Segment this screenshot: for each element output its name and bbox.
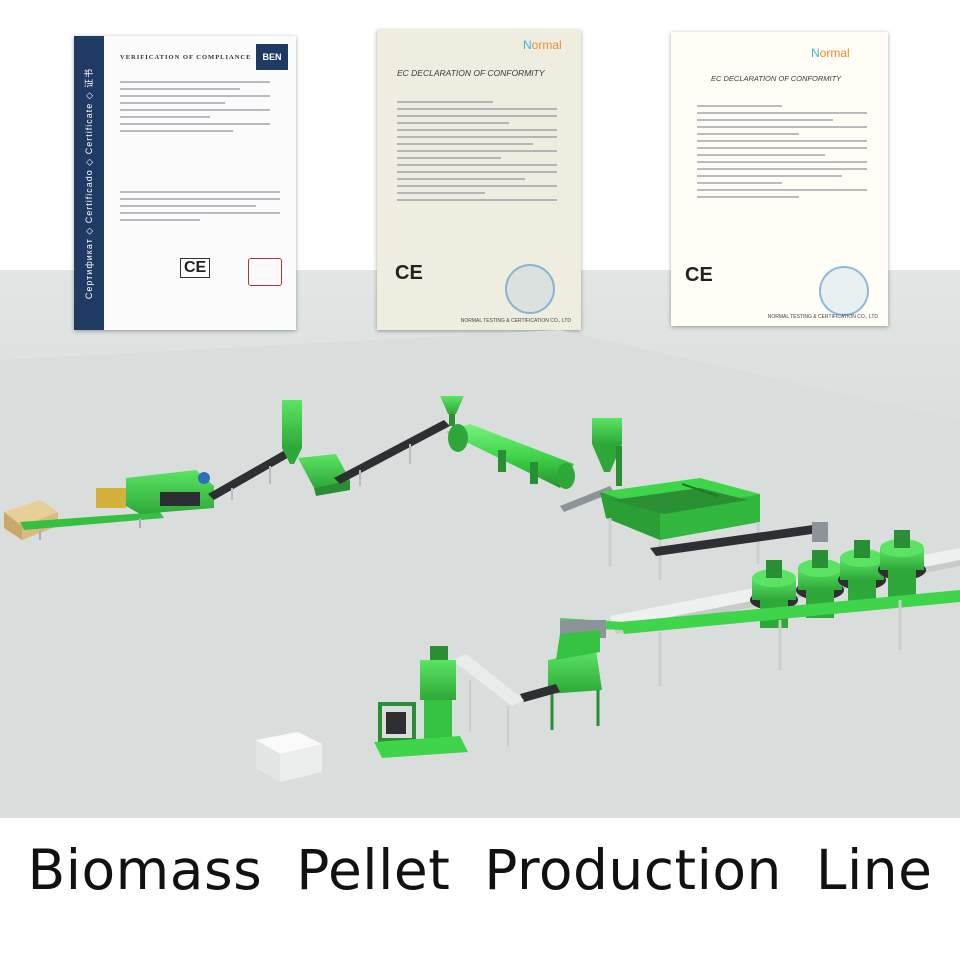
- dryer-hopper: [440, 396, 464, 414]
- packing-machine: [374, 646, 468, 758]
- certificate-footer: NORMAL TESTING & CERTIFICATION CO., LTD: [460, 318, 571, 324]
- certificate-text-lines: [697, 100, 867, 203]
- ce-mark: CE: [685, 264, 713, 286]
- pellet-cooler: [548, 620, 606, 730]
- certificate-text-lines: [120, 76, 270, 137]
- page-caption: Biomass Pellet Production Line: [27, 838, 933, 902]
- floor-plane: [0, 330, 960, 818]
- certificate-side-text: Сертификат ◇ Certificado ◇ Certificate ◇…: [84, 67, 95, 299]
- wood-chipper: [96, 470, 214, 514]
- infeed-conveyor: [20, 512, 164, 530]
- output-conveyor: [620, 590, 960, 634]
- rotary-dryer: [446, 424, 575, 489]
- cyclone-silo-2: [592, 418, 622, 486]
- ce-mark: CE: [180, 258, 211, 278]
- packing-conveyor-frame: [452, 654, 524, 706]
- blue-stamp: [505, 264, 555, 314]
- caption-background: [0, 818, 960, 960]
- pellet-bag-stack: [256, 732, 322, 782]
- certificate-text-lines: [397, 96, 557, 206]
- storage-bins: [600, 478, 760, 580]
- normal-logo: Normal: [523, 38, 562, 52]
- blue-stamp: [819, 266, 869, 316]
- normal-logo: Normal: [811, 46, 850, 60]
- pellet-mills: [750, 530, 926, 628]
- certificate-title: EC DECLARATION OF CONFORMITY: [711, 74, 842, 83]
- ben-logo: BEN: [256, 44, 288, 70]
- inclined-belt-2: [334, 420, 450, 484]
- certificate-side-band: Сертификат ◇ Certificado ◇ Certificate ◇…: [74, 36, 104, 330]
- inclined-belt-1: [208, 446, 298, 500]
- certificate-title: EC DECLARATION OF CONFORMITY: [397, 68, 545, 78]
- certificate-conclusion-lines: [120, 186, 280, 226]
- production-line-illustration: [0, 330, 960, 818]
- red-stamp: [248, 258, 282, 286]
- feed-conveyor: [650, 524, 826, 556]
- certificate-footer: NORMAL TESTING & CERTIFICATION CO., LTD: [767, 314, 878, 320]
- certificate-title: VERIFICATION OF COMPLIANCE: [120, 54, 252, 61]
- ce-mark: CE: [395, 262, 423, 284]
- ec-declaration-certificate: Normal EC DECLARATION OF CONFORMITY CE N…: [671, 32, 888, 326]
- verification-certificate: Сертификат ◇ Certificado ◇ Certificate ◇…: [74, 36, 296, 330]
- ec-declaration-certificate: Normal EC DECLARATION OF CONFORMITY CE N…: [377, 30, 581, 330]
